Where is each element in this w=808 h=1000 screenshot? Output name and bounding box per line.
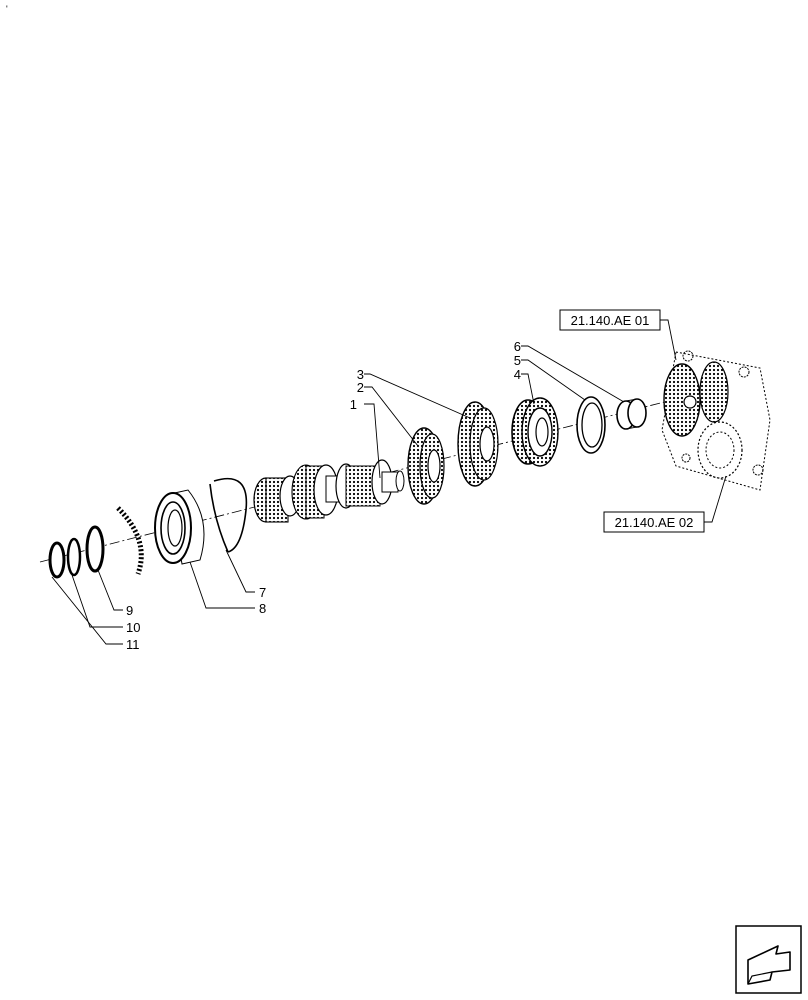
- callout-11: 11: [126, 637, 140, 652]
- part-6-bushing: [616, 398, 647, 430]
- part-1-shaft: [253, 459, 405, 523]
- callout-7: 7: [259, 585, 266, 600]
- part-2-gear: [407, 427, 445, 505]
- callout-2: 2: [357, 380, 364, 395]
- part-5-thrust-washer: [576, 396, 606, 454]
- part-9-ring: [85, 525, 105, 573]
- corner-mark: ': [6, 4, 8, 14]
- callout-6: 6: [514, 339, 521, 354]
- part-3-gear: [457, 401, 499, 487]
- callout-4: 4: [514, 367, 521, 382]
- callout-3: 3: [357, 367, 364, 382]
- callout-1: 1: [350, 397, 357, 412]
- reference-link-bottom-label: 21.140.AE 02: [615, 515, 694, 530]
- callout-9: 9: [126, 603, 133, 618]
- callout-10: 10: [126, 620, 140, 635]
- part-10-ring: [66, 537, 82, 577]
- reference-link-top[interactable]: 21.140.AE 01: [559, 309, 661, 331]
- part-11-snap-ring: [48, 541, 66, 579]
- gearbox-housing-assembly: [661, 350, 771, 491]
- toothed-ring-segment: [116, 506, 144, 575]
- callout-5: 5: [514, 353, 521, 368]
- reference-link-top-label: 21.140.AE 01: [571, 313, 650, 328]
- part-8-bearing: [154, 489, 205, 565]
- reference-link-bottom[interactable]: 21.140.AE 02: [603, 511, 705, 533]
- next-page-arrow-icon[interactable]: [735, 925, 802, 994]
- part-7-circlip: [209, 477, 248, 553]
- part-4-synchronizer: [511, 397, 559, 467]
- callout-8: 8: [259, 601, 266, 616]
- leader-lines: [51, 319, 727, 645]
